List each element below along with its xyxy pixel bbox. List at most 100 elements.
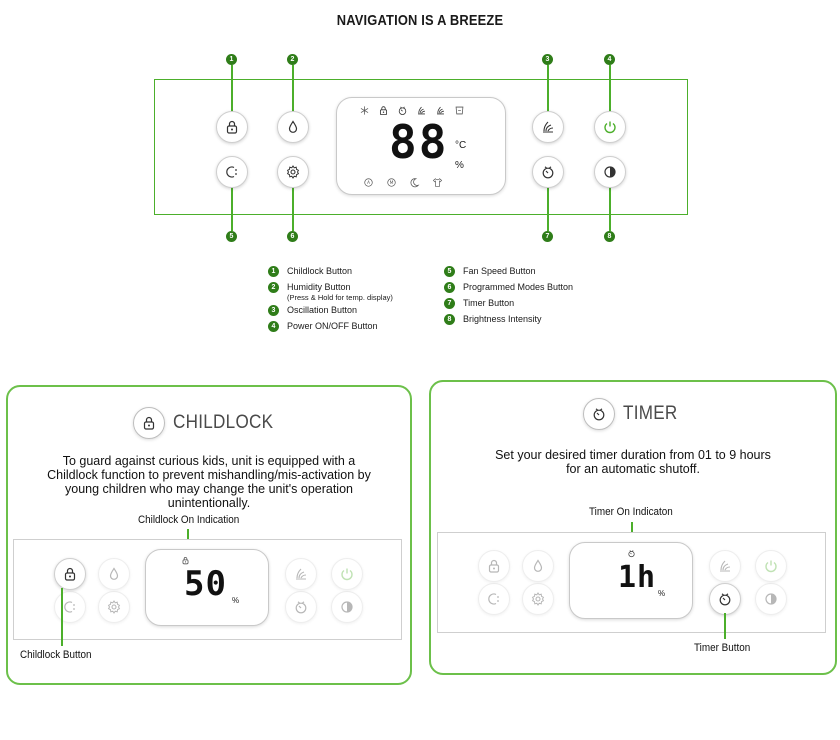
auto-mode-icon <box>363 177 374 188</box>
childlock-button[interactable] <box>478 550 510 582</box>
leader-8 <box>609 185 611 231</box>
gear-icon <box>530 591 546 607</box>
childlock-button[interactable] <box>54 558 86 590</box>
oscillation-icon <box>540 119 556 135</box>
timer-display-value: 1h <box>618 560 657 595</box>
fan-speed-icon <box>62 599 78 615</box>
power-button[interactable] <box>755 550 787 582</box>
badge-1: 1 <box>226 54 237 65</box>
power-button[interactable] <box>331 558 363 590</box>
legend-label: Power ON/OFF Button <box>287 321 378 331</box>
gear-icon <box>106 599 122 615</box>
lock-icon <box>224 119 240 135</box>
humidity-button[interactable] <box>277 111 309 143</box>
legend-label: Oscillation Button <box>287 305 358 315</box>
badge-7: 7 <box>542 231 553 242</box>
water-tank-icon <box>454 105 465 116</box>
timer-title: TIMER <box>622 403 678 424</box>
legend-label: Brightness Intensity <box>463 314 542 324</box>
childlock-title: CHILDLOCK <box>173 412 274 433</box>
programmed-modes-button[interactable] <box>98 591 130 623</box>
fan-speed-button[interactable] <box>54 591 86 623</box>
brightness-button[interactable] <box>594 156 626 188</box>
badge-3: 3 <box>542 54 553 65</box>
timer-button[interactable] <box>709 583 741 615</box>
legend-label: Fan Speed Button <box>463 266 536 276</box>
legend-label: Childlock Button <box>287 266 353 276</box>
brightness-icon <box>763 591 779 607</box>
oscillation-button[interactable] <box>532 111 564 143</box>
childlock-description: To guard against curious kids, unit is e… <box>47 454 371 510</box>
fan-speed-icon <box>486 591 502 607</box>
droplet-icon <box>106 566 122 582</box>
legend-badge: 6 <box>444 282 455 293</box>
power-icon <box>339 566 355 582</box>
main-display: 88 °C % <box>336 97 506 195</box>
legend-badge: 7 <box>444 298 455 309</box>
badge-2: 2 <box>287 54 298 65</box>
manual-mode-icon <box>386 177 397 188</box>
legend-item: 6 Programmed Modes Button <box>444 282 573 298</box>
display-unit-celsius: °C <box>455 140 467 151</box>
timer-icon <box>540 164 556 180</box>
childlock-button-leader <box>61 588 63 646</box>
droplet-icon <box>530 558 546 574</box>
timer-icon <box>582 398 615 430</box>
lock-icon <box>62 566 78 582</box>
leader-1 <box>231 65 233 112</box>
childlock-card: CHILDLOCK To guard against curious kids,… <box>6 385 412 685</box>
timer-header: TIMER <box>431 398 835 430</box>
childlock-display-value: 50 <box>184 564 227 604</box>
leader-6 <box>292 185 294 231</box>
lock-icon <box>378 105 389 116</box>
timer-button-leader <box>724 613 726 639</box>
display-unit-percent: % <box>232 596 240 605</box>
legend-label: Humidity Button <box>287 282 351 292</box>
fan-speed-button[interactable] <box>216 156 248 188</box>
timer-button[interactable] <box>285 591 317 623</box>
power-button[interactable] <box>594 111 626 143</box>
legend-sublabel: (Press & Hold for temp. display) <box>287 293 393 302</box>
display-unit-percent: % <box>455 160 464 171</box>
legend-label: Programmed Modes Button <box>463 282 574 292</box>
badge-5: 5 <box>226 231 237 242</box>
oscillation-button[interactable] <box>709 550 741 582</box>
badge-8: 8 <box>604 231 615 242</box>
childlock-button-label: Childlock Button <box>20 649 92 661</box>
legend-label: Timer Button <box>463 298 515 308</box>
brightness-button[interactable] <box>755 583 787 615</box>
laundry-shirt-icon <box>432 177 443 188</box>
sleep-moon-icon <box>409 177 420 188</box>
fan-speed-icon <box>224 164 240 180</box>
leader-2 <box>292 65 294 112</box>
lock-icon <box>133 407 166 439</box>
humidity-button[interactable] <box>98 558 130 590</box>
badge-6: 6 <box>287 231 298 242</box>
leader-4 <box>609 65 611 112</box>
legend-item: 8 Brightness Intensity <box>444 314 573 330</box>
childlock-indicator-label: Childlock On Indication <box>138 514 240 526</box>
childlock-display: 50 % <box>145 549 269 626</box>
brightness-button[interactable] <box>331 591 363 623</box>
oscillation-icon <box>717 558 733 574</box>
brightness-icon <box>339 599 355 615</box>
leader-5 <box>231 185 233 231</box>
fan-speed-button[interactable] <box>478 583 510 615</box>
timer-description: Set your desired timer duration from 01 … <box>495 448 771 476</box>
programmed-modes-button[interactable] <box>522 583 554 615</box>
oscillation-button[interactable] <box>285 558 317 590</box>
oscillation-icon <box>293 566 309 582</box>
programmed-modes-button[interactable] <box>277 156 309 188</box>
snowflake-icon <box>359 105 370 116</box>
legend-item: 7 Timer Button <box>444 298 573 314</box>
legend-badge: 8 <box>444 314 455 325</box>
childlock-button[interactable] <box>216 111 248 143</box>
humidity-button[interactable] <box>522 550 554 582</box>
timer-button[interactable] <box>532 156 564 188</box>
childlock-header: CHILDLOCK <box>8 407 410 439</box>
